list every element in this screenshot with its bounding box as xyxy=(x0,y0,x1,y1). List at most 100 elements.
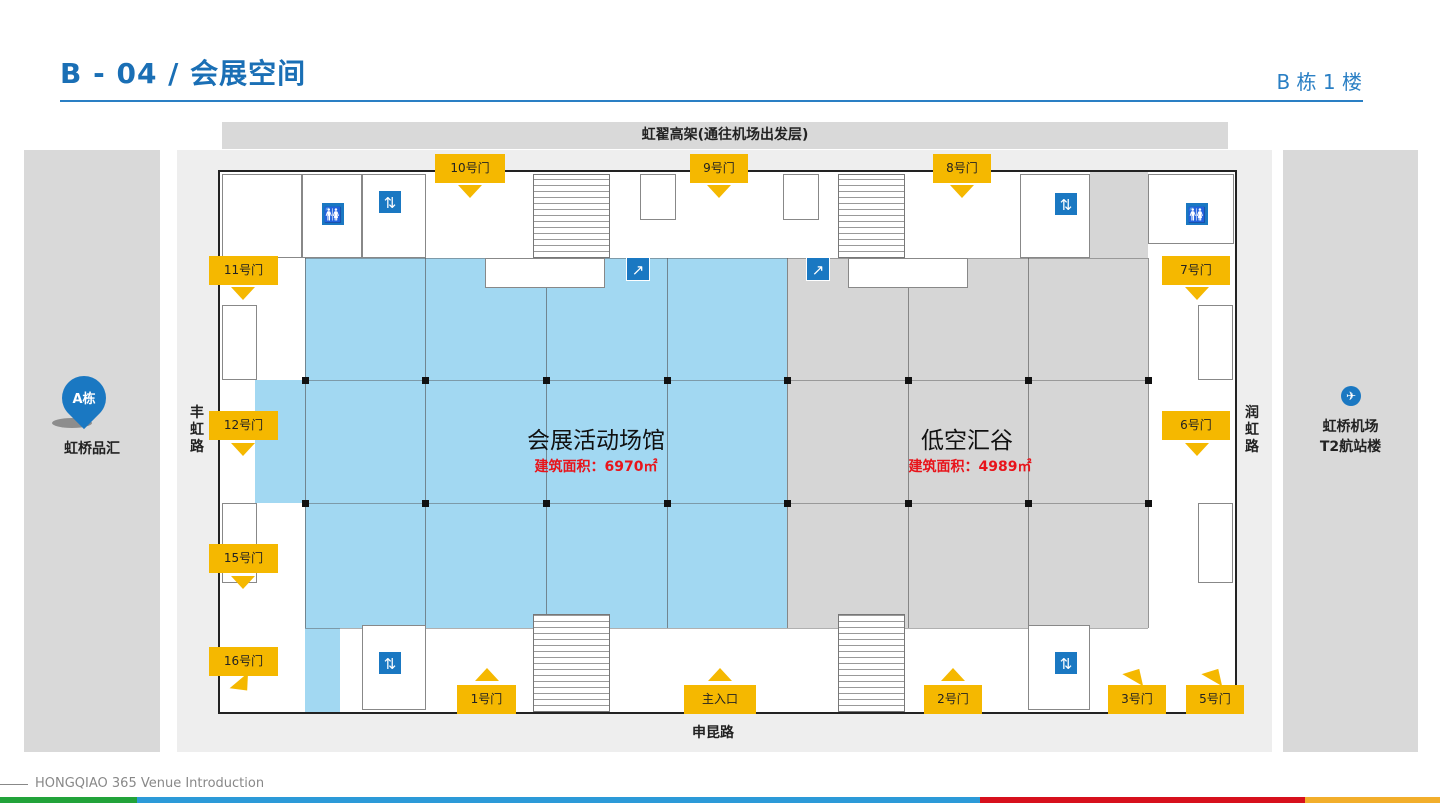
stair-e2 xyxy=(1198,503,1233,583)
grid-line xyxy=(305,628,1148,629)
elevator-icon: ⇅ xyxy=(1054,192,1078,216)
gate-1[interactable]: 1号门 xyxy=(457,685,516,714)
column-marker xyxy=(1145,377,1152,384)
grid-line xyxy=(425,258,426,628)
gate-10[interactable]: 10号门 xyxy=(435,154,505,183)
grid-line xyxy=(1028,258,1029,628)
escalator-icon: ↗ xyxy=(626,257,650,281)
footer-text: HONGQIAO 365 Venue Introduction xyxy=(35,776,265,791)
top-road-label: 虹翟高架(通往机场出发层) xyxy=(222,122,1228,149)
lift-n1 xyxy=(640,174,676,220)
gate-12[interactable]: 12号门 xyxy=(209,411,278,440)
column-marker xyxy=(543,377,550,384)
arrow-down-icon xyxy=(231,443,255,456)
left-panel-label: 虹桥品汇 xyxy=(64,441,120,457)
grid-line xyxy=(908,258,909,628)
lift-n2 xyxy=(783,174,819,220)
hall-name-exhibition: 会展活动场馆 xyxy=(527,428,665,454)
escalator-bank-ne xyxy=(838,174,905,258)
column-marker xyxy=(1025,500,1032,507)
hall-area-exhibition: 建筑面积：6970㎡ xyxy=(534,459,658,475)
hall-low-altitude[interactable] xyxy=(787,258,1148,628)
grid-line xyxy=(787,258,788,628)
restroom-icon: 🚻 xyxy=(321,202,345,226)
grid-line xyxy=(1148,258,1149,628)
hall-low-altitude-north xyxy=(1090,172,1148,258)
column-marker xyxy=(664,500,671,507)
airport-label-2: T2航站楼 xyxy=(1319,439,1382,455)
footer-bar-orange xyxy=(1305,797,1440,803)
stair-e1 xyxy=(1198,305,1233,380)
elevator-icon: ⇅ xyxy=(1054,651,1078,675)
pin-shadow xyxy=(52,418,92,428)
gate-16[interactable]: 16号门 xyxy=(209,647,278,676)
footer-bar-red xyxy=(980,797,1305,803)
escalator-icon: ↗ xyxy=(806,257,830,281)
restroom-icon: 🚻 xyxy=(1185,202,1209,226)
arrow-down-icon xyxy=(458,185,482,198)
gate-8[interactable]: 8号门 xyxy=(933,154,991,183)
arrow-down-icon xyxy=(1185,287,1209,300)
airport-label-1: 虹桥机场 xyxy=(1322,419,1379,435)
gate-3[interactable]: 3号门 xyxy=(1108,685,1166,714)
road-east: 润虹路 xyxy=(1245,405,1259,455)
column-marker xyxy=(784,377,791,384)
column-marker xyxy=(905,377,912,384)
column-marker xyxy=(664,377,671,384)
grid-line xyxy=(305,258,1148,259)
arrow-down-icon xyxy=(707,185,731,198)
column-marker xyxy=(1145,500,1152,507)
left-panel xyxy=(24,150,160,752)
escalator-bank-sw xyxy=(533,614,610,712)
right-panel xyxy=(1283,150,1418,752)
column-marker xyxy=(543,500,550,507)
arrow-down-icon xyxy=(231,287,255,300)
gate-6[interactable]: 6号门 xyxy=(1162,411,1230,440)
escalator-bank-se xyxy=(838,614,905,712)
corridor-north-west xyxy=(485,258,605,288)
elevator-room-nw xyxy=(362,174,426,258)
road-west: 丰虹路 xyxy=(190,405,204,455)
grid-line xyxy=(305,503,1148,504)
hall-exhibition-west-wing xyxy=(255,380,305,503)
arrow-down-icon xyxy=(950,185,974,198)
arrow-up-icon xyxy=(941,668,965,681)
arrow-down-icon xyxy=(231,576,255,589)
grid-line xyxy=(546,258,547,628)
column-marker xyxy=(784,500,791,507)
gate-2[interactable]: 2号门 xyxy=(924,685,982,714)
grid-line xyxy=(305,258,306,628)
road-south: 申昆路 xyxy=(692,725,734,741)
gate-7[interactable]: 7号门 xyxy=(1162,256,1230,285)
floor-label: B 栋 1 楼 xyxy=(1276,70,1362,94)
column-marker xyxy=(422,500,429,507)
title-divider xyxy=(60,100,1363,102)
escalator-bank-nw xyxy=(533,174,610,258)
column-marker xyxy=(302,500,309,507)
room-nw xyxy=(222,174,302,258)
gate-11[interactable]: 11号门 xyxy=(209,256,278,285)
hall-area-low-altitude: 建筑面积：4989㎡ xyxy=(908,459,1032,475)
hall-exhibition-south-strip xyxy=(305,628,340,712)
grid-line xyxy=(667,258,668,628)
footer-rule xyxy=(0,784,28,785)
arrow-down-icon xyxy=(1185,443,1209,456)
arrow-up-icon xyxy=(708,668,732,681)
footer-bar-green xyxy=(0,797,137,803)
column-marker xyxy=(422,377,429,384)
elevator-room-ne xyxy=(1020,174,1090,258)
gate-main-entrance[interactable]: 主入口 xyxy=(684,685,756,714)
page-title: B - 04 / 会展空间 xyxy=(60,57,307,90)
gate-9[interactable]: 9号门 xyxy=(690,154,748,183)
elevator-icon: ⇅ xyxy=(378,651,402,675)
column-marker xyxy=(302,377,309,384)
column-marker xyxy=(1025,377,1032,384)
airplane-icon: ✈ xyxy=(1341,386,1361,406)
gate-5[interactable]: 5号门 xyxy=(1186,685,1244,714)
gate-15[interactable]: 15号门 xyxy=(209,544,278,573)
stair-w1 xyxy=(222,305,257,380)
pin-badge: A栋 xyxy=(72,392,96,407)
grid-line xyxy=(305,380,1148,381)
arrow-up-icon xyxy=(475,668,499,681)
corridor-north-east xyxy=(848,258,968,288)
